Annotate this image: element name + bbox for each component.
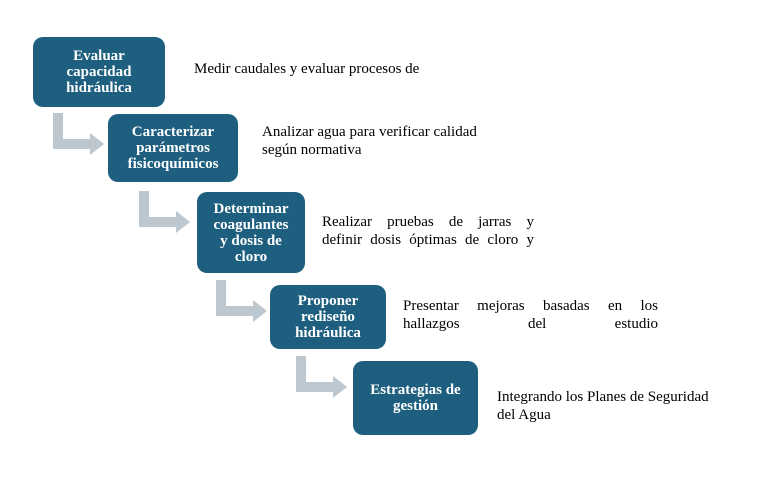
step-1-to-2-arrow-icon	[53, 113, 104, 155]
step-3-description: Realizar pruebas de jarras y definir dos…	[322, 214, 534, 248]
step-1-description: Medir caudales y evaluar procesos de	[194, 61, 420, 77]
step-1-title: Evaluar capacidad hidráulica	[66, 48, 132, 96]
step-5-description: Integrando los Planes de Seguridad del A…	[497, 389, 709, 423]
step-1-box: Evaluar capacidad hidráulica	[33, 37, 165, 107]
step-4-title: Proponer rediseño hidráulica	[295, 293, 361, 341]
step-4-box: Proponer rediseño hidráulica	[270, 285, 386, 349]
step-2-to-3-arrow-icon	[139, 191, 190, 233]
step-4-to-5-arrow-icon	[296, 356, 347, 398]
step-4-description: Presentar mejoras basadas en los hallazg…	[403, 298, 658, 332]
step-5-box: Estrategias de gestión	[353, 361, 478, 435]
step-2-description: Analizar agua para verificar calidad seg…	[262, 124, 477, 158]
step-3-to-4-arrow-icon	[216, 280, 267, 322]
step-2-box: Caracterizar parámetros fisicoquímicos	[108, 114, 238, 182]
step-5-title: Estrategias de gestión	[370, 382, 461, 414]
step-2-title: Caracterizar parámetros fisicoquímicos	[127, 124, 219, 172]
step-3-box: Determinar coagulantes y dosis de cloro	[197, 192, 305, 273]
step-3-title: Determinar coagulantes y dosis de cloro	[213, 200, 289, 265]
